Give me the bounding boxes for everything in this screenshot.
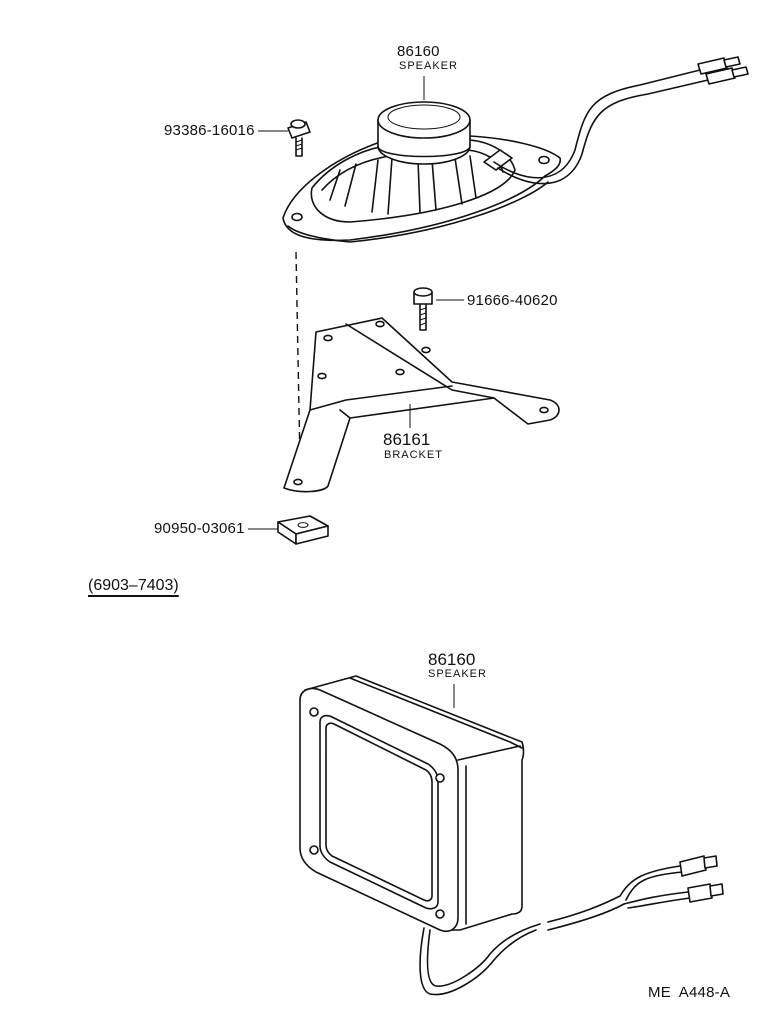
bracket-part-number: 86161 <box>383 430 431 449</box>
box-speaker-illustration <box>299 675 724 996</box>
clip-part-number: 90950-03061 <box>154 520 245 537</box>
figure-id: ME A448-A <box>648 984 731 1001</box>
box-speaker-part-name: SPEAKER <box>428 668 487 680</box>
bolt-91666-40620-illustration <box>413 287 464 331</box>
box-speaker-part-number: 86160 <box>428 650 476 669</box>
screw-part-number: 93386-16016 <box>164 122 255 139</box>
speaker-part-number: 86160 <box>397 43 440 60</box>
bracket-part-name: BRACKET <box>384 449 443 461</box>
speaker-part-name: SPEAKER <box>399 60 458 72</box>
oval-speaker-illustration <box>282 56 749 243</box>
production-date-range: (6903–7403) <box>88 577 179 594</box>
clip-90950-03061-illustration <box>248 515 329 545</box>
alignment-dashed-line <box>295 251 301 463</box>
bolt-part-number: 91666-40620 <box>467 292 558 309</box>
bracket-86161-illustration <box>283 317 560 493</box>
screw-93386-16016-illustration <box>258 119 311 157</box>
